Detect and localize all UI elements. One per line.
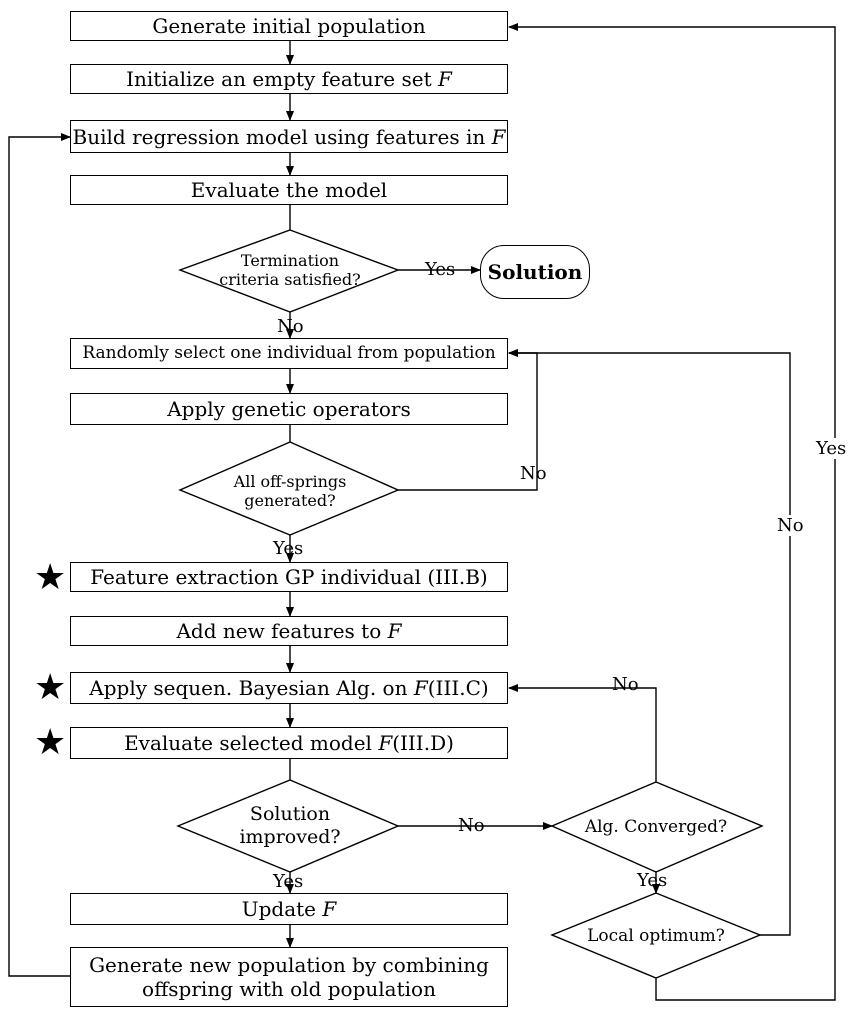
box-label: Update F [241, 897, 337, 921]
label-yes-termination: Yes [425, 259, 456, 280]
terminal-label: Solution [487, 260, 583, 284]
box-update-f: Update F [70, 893, 508, 925]
decision-alg-converged-text: Alg. Converged? [584, 816, 728, 837]
decision-offsprings-text: All off-springs generated? [233, 471, 347, 510]
decision-termination-text: Termination criteria satisfied? [219, 250, 361, 289]
arrow-converged-no [508, 684, 657, 782]
box-label: Build regression model using features in… [72, 124, 506, 149]
box-generate-new-population: Generate new population by combining off… [70, 947, 508, 1007]
decision-offsprings [178, 441, 400, 536]
label-no-termination: No [277, 316, 304, 337]
label-yes-converged: Yes [637, 870, 668, 891]
star-icon: ★ [34, 667, 67, 708]
box-build-regression-model: Build regression model using features in… [70, 120, 508, 153]
label-no-improved: No [458, 815, 485, 836]
box-apply-genetic-operators: Apply genetic operators [70, 393, 508, 425]
star-icon: ★ [34, 557, 67, 598]
box-label-line2: offspring with old population [142, 977, 436, 1001]
box-generate-initial-population: Generate initial population [70, 11, 508, 41]
box-label: Randomly select one individual from popu… [82, 343, 496, 364]
arrow-local-optimum-yes-loop [508, 23, 836, 1001]
box-label: Apply genetic operators [167, 397, 411, 421]
box-add-new-features: Add new features to F [70, 616, 508, 646]
label-yes-offsprings: Yes [273, 538, 304, 559]
box-label: Evaluate selected model F(III.D) [124, 731, 454, 755]
decision-local-optimum [550, 892, 762, 979]
box-apply-bayesian: Apply sequen. Bayesian Alg. on F(III.C) [70, 672, 508, 704]
box-label-line1: Generate new population by combining [89, 953, 489, 977]
box-label: Initialize an empty feature set F [126, 67, 452, 91]
arrow-local-optimum-no-loop [508, 349, 791, 936]
star-icon: ★ [34, 722, 67, 763]
label-no-offsprings: No [520, 463, 547, 484]
box-label: Feature extraction GP individual (III.B) [90, 565, 488, 589]
box-label: Generate initial population [152, 14, 426, 38]
box-evaluate-model: Evaluate the model [70, 175, 508, 205]
box-label: Add new features to F [176, 619, 402, 643]
decision-solution-improved-text: Solution improved? [239, 803, 341, 848]
box-label: Apply sequen. Bayesian Alg. on F(III.C) [89, 676, 489, 700]
terminal-solution: Solution [480, 245, 590, 299]
box-feature-extraction: Feature extraction GP individual (III.B) [70, 562, 508, 592]
decision-alg-converged [550, 781, 764, 873]
label-no-local-optimum: No [775, 515, 806, 536]
box-initialize-feature-set: Initialize an empty feature set F [70, 64, 508, 94]
label-no-converged: No [612, 674, 639, 695]
decision-termination [177, 229, 400, 313]
box-label: Evaluate the model [190, 178, 388, 202]
box-randomly-select: Randomly select one individual from popu… [70, 338, 508, 369]
decision-solution-improved [176, 779, 400, 873]
box-evaluate-selected-model: Evaluate selected model F(III.D) [70, 727, 508, 759]
arrow-new-population-loop [8, 133, 71, 977]
decision-local-optimum-text: Local optimum? [587, 925, 725, 946]
label-yes-local-optimum: Yes [814, 438, 849, 459]
label-yes-improved: Yes [273, 871, 304, 892]
